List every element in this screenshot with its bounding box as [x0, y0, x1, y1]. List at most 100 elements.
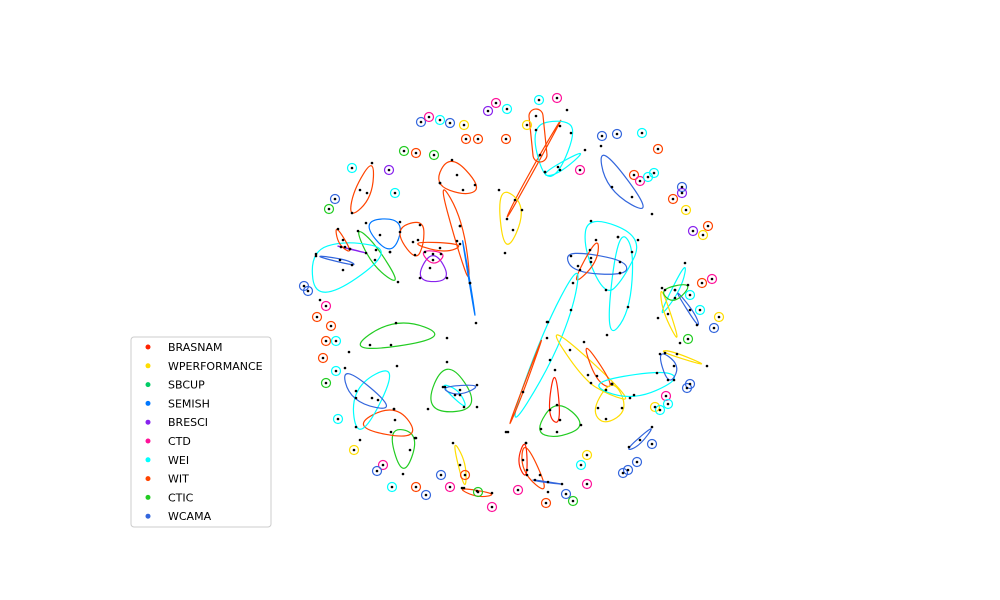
node [569, 254, 573, 258]
node [393, 191, 397, 195]
node [525, 123, 529, 127]
node [675, 352, 679, 356]
hyperedge-ctic [539, 405, 581, 438]
node [630, 195, 634, 199]
node [678, 341, 682, 345]
node [398, 220, 402, 224]
singleton-edge-wcama [617, 467, 629, 479]
node [558, 124, 562, 128]
singleton-edge-wei [575, 459, 587, 471]
node [604, 417, 608, 421]
node [658, 408, 662, 412]
node [672, 378, 676, 382]
node [685, 386, 689, 390]
legend-label-brasnam: BRASNAM [168, 341, 223, 354]
singleton-edge-wei [386, 481, 398, 493]
singleton-edge-ctd [490, 97, 502, 109]
node [516, 488, 520, 492]
node [626, 305, 630, 309]
singleton-edge-ctd [574, 164, 586, 176]
node [453, 393, 457, 397]
node [589, 219, 593, 223]
node [555, 96, 559, 100]
node [666, 378, 670, 382]
node [445, 276, 449, 280]
singleton-edge-wperformance [581, 449, 593, 461]
node [538, 473, 542, 477]
node [458, 463, 462, 467]
singleton-edge-wcama [444, 117, 456, 129]
node [334, 369, 338, 373]
node [431, 252, 435, 256]
node [426, 407, 430, 411]
node [329, 324, 333, 328]
nodes-layer [302, 96, 721, 509]
node [388, 250, 392, 254]
singleton-edge-wei [330, 335, 342, 347]
node [525, 468, 529, 472]
node [548, 408, 552, 412]
node [464, 137, 468, 141]
node [438, 118, 442, 122]
node [455, 173, 459, 177]
node [347, 350, 351, 354]
hyperedge-wit [509, 339, 542, 425]
node [604, 288, 608, 292]
node [589, 260, 593, 264]
node [413, 253, 417, 257]
singleton-edge-wperformance [680, 204, 692, 216]
node [546, 490, 550, 494]
singleton-edge-wit [500, 133, 512, 145]
singleton-edge-wei [501, 103, 513, 115]
node [394, 321, 398, 325]
node [387, 168, 391, 172]
node [556, 165, 560, 169]
node [524, 441, 528, 445]
node [650, 425, 654, 429]
node [468, 281, 472, 285]
legend-label-wei: WEI [168, 454, 189, 467]
node [589, 256, 593, 260]
node [638, 438, 642, 442]
singleton-edge-wei [346, 162, 358, 174]
singleton-edge-ctic [567, 495, 579, 507]
node [497, 188, 501, 192]
node [419, 120, 423, 124]
node [475, 405, 479, 409]
node [513, 198, 517, 202]
legend-marker-bresci [145, 419, 151, 425]
node [650, 212, 654, 216]
legend-label-wit: WIT [168, 473, 189, 486]
node [441, 385, 445, 389]
node [416, 238, 420, 242]
hyperedge-semish [368, 218, 401, 250]
legend: BRASNAMWPERFORMANCESBCUPSEMISHBRESCICTDW… [130, 336, 272, 528]
singleton-edge-wit [459, 469, 471, 481]
hyperedge-wit [585, 347, 611, 388]
legend-marker-wperformance [145, 363, 151, 369]
node [628, 396, 632, 400]
node [315, 315, 319, 319]
node [569, 308, 573, 312]
node [582, 340, 586, 344]
singleton-edge-bresci [383, 164, 395, 176]
node [555, 403, 559, 407]
singleton-edge-wit [540, 497, 552, 509]
node [475, 383, 479, 387]
hyperedge-wei [608, 236, 634, 332]
singleton-edge-wperformance [521, 119, 533, 131]
node [338, 258, 342, 262]
node [354, 425, 358, 429]
singleton-edge-wei [648, 167, 660, 179]
hyperedge-ctic [358, 231, 396, 281]
node [364, 251, 368, 255]
node [445, 336, 449, 340]
node [505, 107, 509, 111]
node [318, 298, 322, 302]
hyperedge-wei [352, 370, 391, 430]
node [378, 233, 382, 237]
singleton-edge-wit [667, 193, 679, 205]
node [656, 147, 660, 151]
node [534, 114, 538, 118]
node [691, 229, 695, 233]
